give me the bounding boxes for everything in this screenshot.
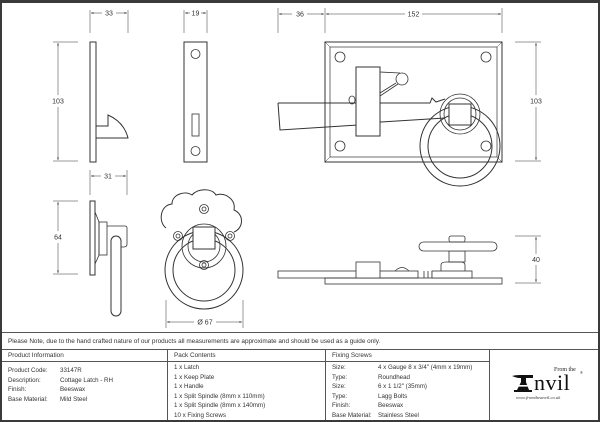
pack-item: 1 x Split Spindle (8mm x 110mm) [174, 392, 265, 400]
row-value: Beeswax [378, 402, 404, 409]
row-value: Beeswax [60, 386, 86, 393]
dim-keep-width: 19 [192, 11, 200, 18]
anvil-icon [512, 375, 533, 392]
row-key: Base Material: [332, 411, 372, 419]
pack-contents-heading: Pack Contents [168, 350, 325, 362]
row-value: Cottage Latch - RH [60, 376, 113, 384]
row-key: Finish: [8, 386, 27, 393]
fixing-screws-section: Fixing Screws Size: 4 x Gauge 8 x 3/4" (4… [326, 350, 490, 420]
latch-front-view [277, 8, 541, 187]
row-value: Lagg Bolts [378, 392, 408, 400]
fixing-screws-heading: Fixing Screws [326, 350, 489, 362]
row-key: Size: [332, 383, 346, 390]
dim-plate-height: 103 [530, 99, 542, 106]
row-key: Product Code: [8, 367, 48, 374]
product-info-table: Product Information Product Code:33147R … [2, 350, 598, 420]
pack-item: 1 x Split Spindle (8mm x 140mm) [174, 402, 266, 409]
ring-handle-front-view [160, 189, 244, 328]
row-value: 33147R [60, 367, 82, 374]
logo-brand: nvil [534, 370, 571, 395]
latch-plan-view [277, 235, 541, 285]
row-key: Base Material: [8, 395, 48, 403]
fixing-row: Type: Roundhead [326, 373, 489, 383]
keep-side-view [53, 10, 129, 163]
pack-item: 10 x Fixing Screws [174, 411, 226, 419]
product-info-row: Product Code: 33147R [2, 366, 167, 376]
row-key: Size: [332, 364, 346, 371]
fixing-row: Size: 4 x Gauge 8 x 3/4" (4mm x 19mm) [326, 363, 489, 373]
row-key: Finish: [332, 402, 351, 409]
pack-contents-section: Pack Contents 1 x Latch 1 x Keep Plate 1… [168, 350, 326, 420]
dim-ring-diameter: Ø 67 [197, 320, 212, 327]
pack-item: 1 x Latch [174, 364, 200, 371]
fixing-row: Size: 6 x 1 1/2" (35mm) [326, 382, 489, 392]
product-information-section: Product Information Product Code:33147R … [2, 350, 168, 420]
row-value: Roundhead [378, 373, 410, 381]
row-key: Description: [8, 376, 41, 384]
logo-from-the: From the [554, 367, 576, 373]
fixing-row: Type: Lagg Bolts [326, 392, 489, 402]
dim-ring-side-depth: 31 [104, 174, 112, 181]
from-the-anvil-logo: From the nvil ® www.fromtheanvil.co.uk [512, 364, 583, 404]
keep-front-view [183, 10, 208, 163]
technical-drawing: 33 19 103 36 152 103 31 64 Ø 67 40 [52, 8, 542, 328]
row-key: Type: [332, 373, 348, 381]
row-value: 4 x Gauge 8 x 3/4" (4mm x 19mm) [378, 364, 473, 371]
logo-url: www.fromtheanvil.co.uk [516, 395, 561, 400]
ring-handle-side-view [53, 170, 128, 317]
dim-keep-height: 103 [52, 99, 64, 106]
measurement-note: Please Note, due to the hand crafted nat… [2, 332, 598, 350]
dim-latch-depth: 33 [105, 11, 113, 18]
row-value: 6 x 1 1/2" (35mm) [378, 383, 427, 390]
product-info-row: Description: Cottage Latch - RH [2, 376, 167, 386]
pack-item: 1 x Keep Plate [174, 373, 215, 381]
fixing-row: Base Material: Stainless Steel [326, 411, 489, 421]
dim-handle-offset: 36 [296, 12, 304, 19]
logo-section: From the nvil ® www.fromtheanvil.co.uk [490, 350, 598, 420]
dim-plan-height: 40 [532, 257, 540, 264]
registered-mark: ® [580, 370, 583, 375]
row-value: Stainless Steel [378, 411, 419, 419]
product-information-heading: Product Information [2, 350, 167, 362]
fixing-row: Finish: Beeswax [326, 401, 489, 411]
product-info-row: Finish: Beeswax [2, 385, 167, 395]
row-value: Mild Steel [60, 395, 88, 403]
dim-ring-side-height: 64 [54, 235, 62, 242]
dim-plate-width: 152 [408, 12, 420, 19]
pack-item: 1 x Handle [174, 383, 204, 390]
row-key: Type: [332, 392, 348, 400]
product-info-row: Base Material: Mild Steel [2, 395, 167, 405]
